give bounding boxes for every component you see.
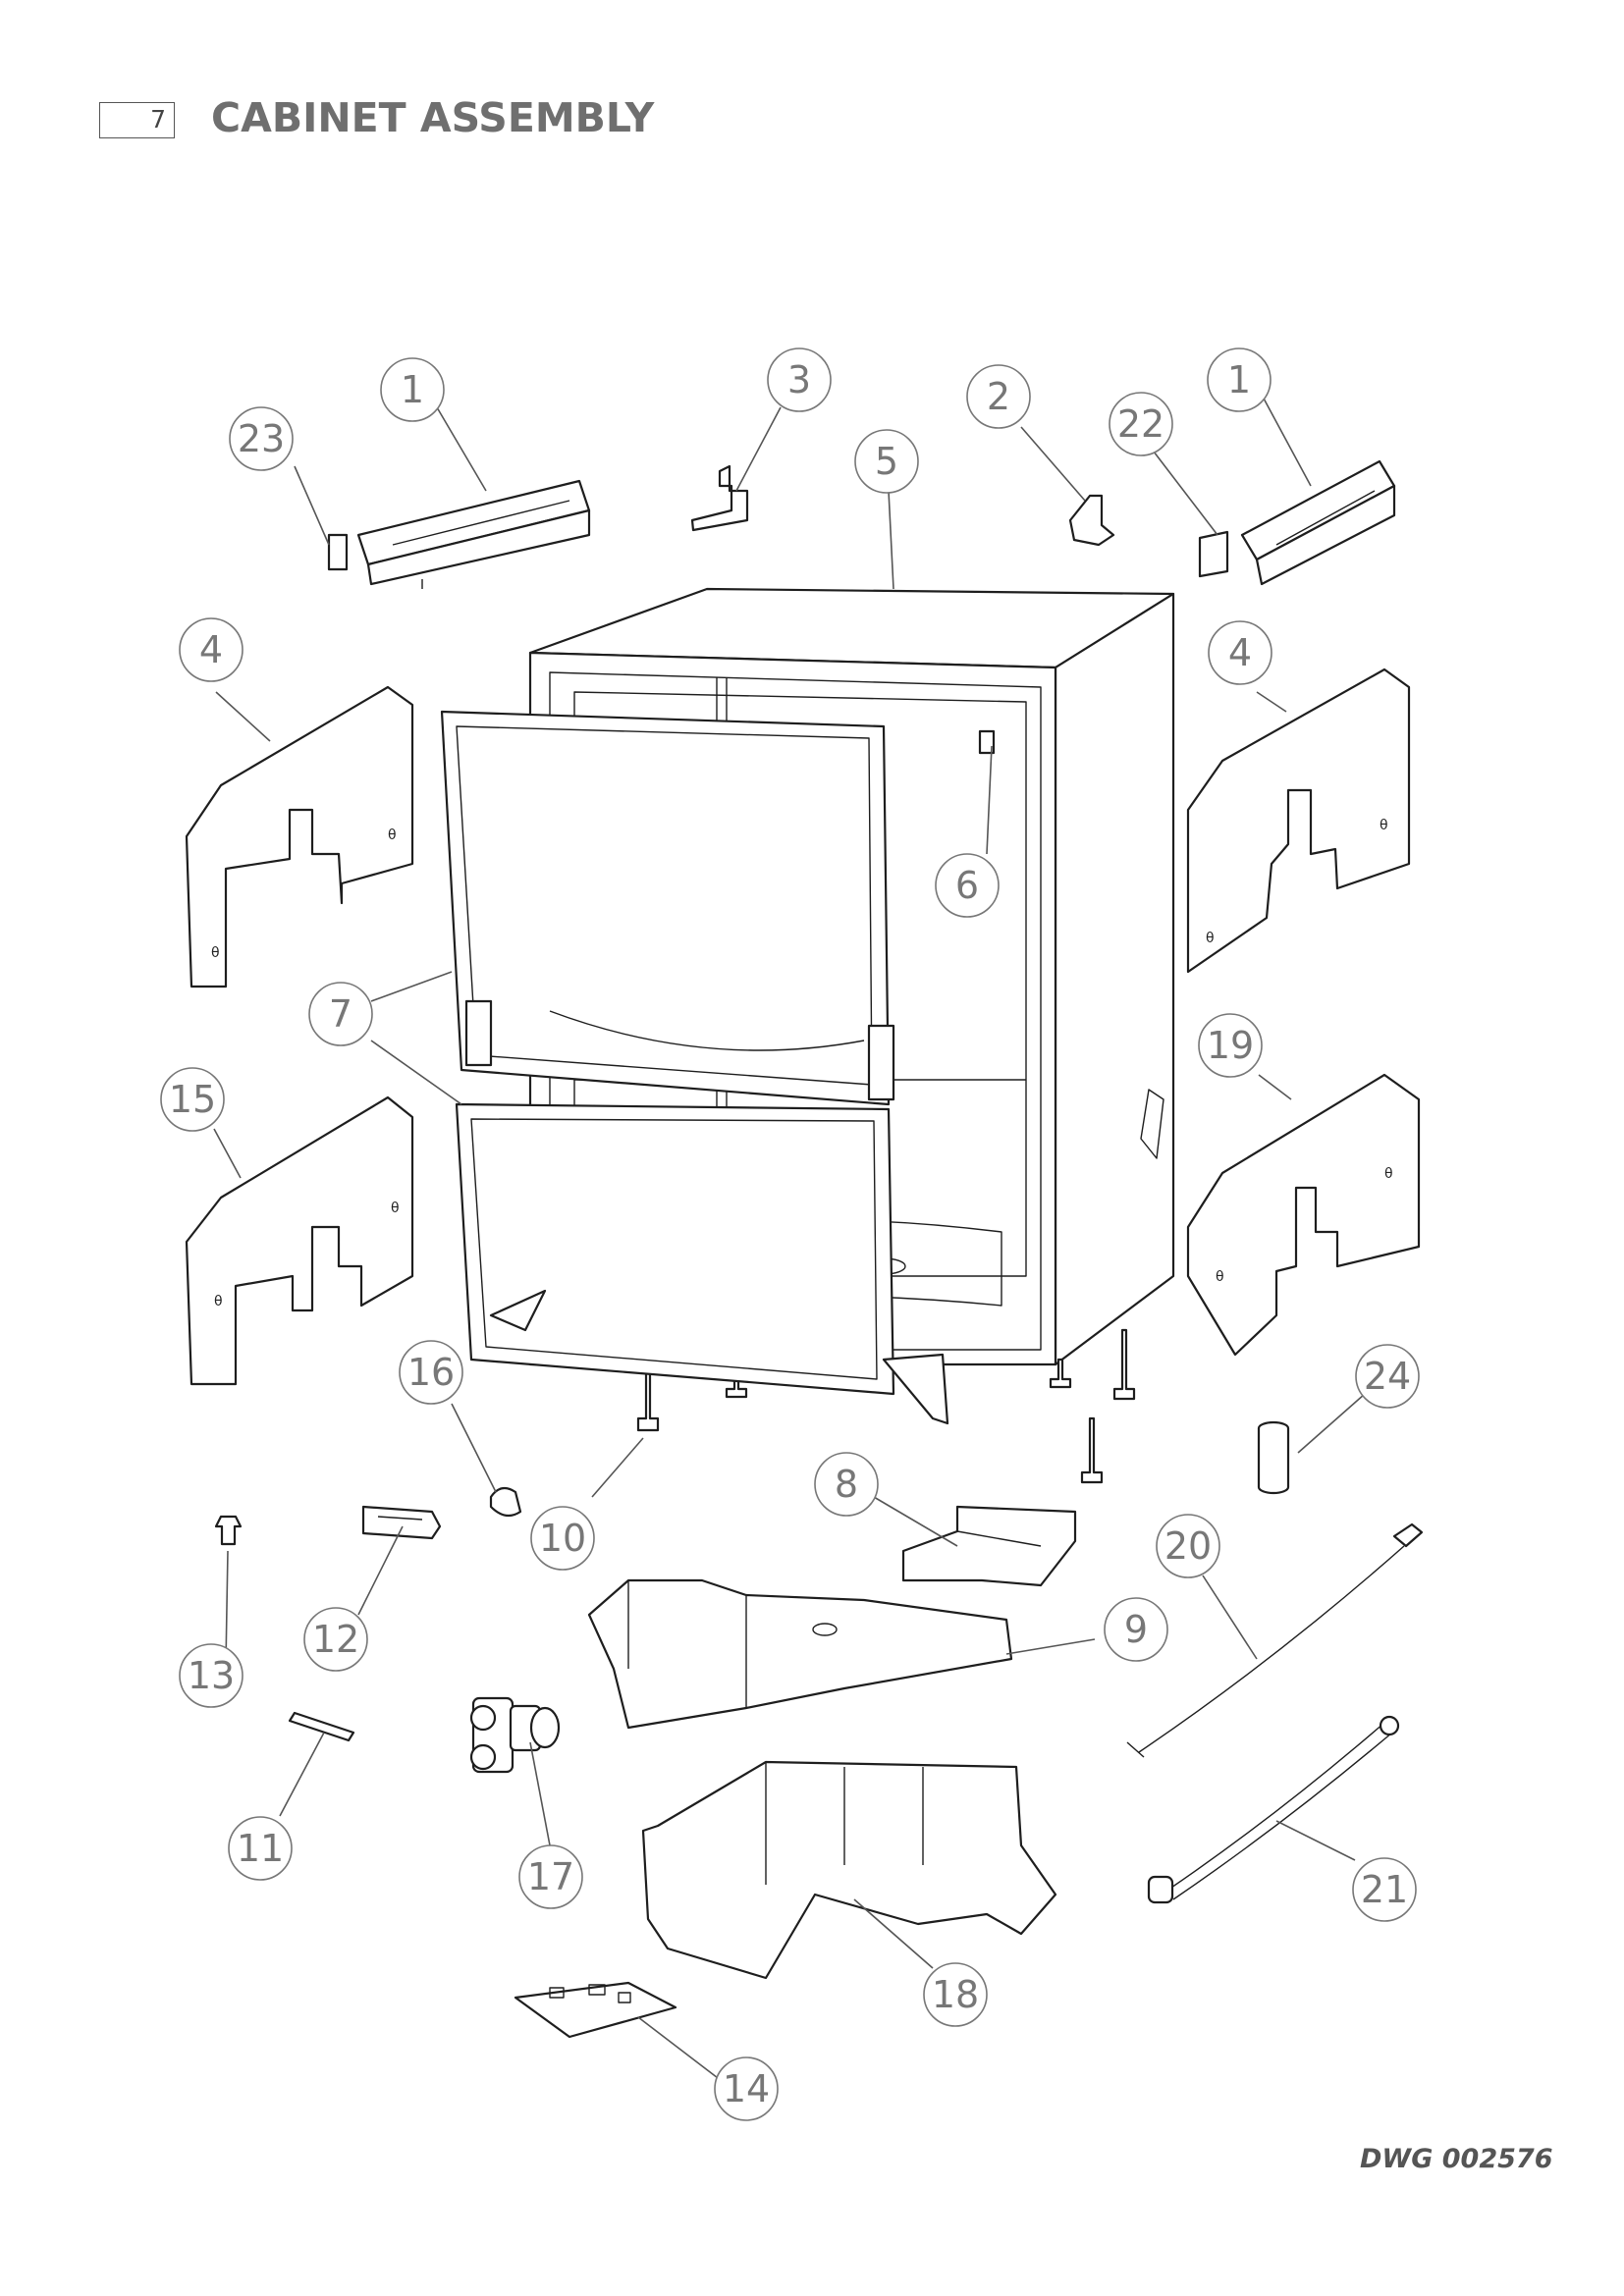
callout-2: 2	[966, 364, 1031, 429]
side-panel-upper-right: θ θ	[1186, 667, 1411, 974]
callout-3: 3	[767, 347, 832, 412]
callout-label: 4	[1228, 631, 1252, 674]
callout-label: 10	[539, 1517, 586, 1560]
base-cover-9	[587, 1578, 1013, 1730]
plug-13	[214, 1515, 243, 1546]
svg-text:θ: θ	[1216, 1269, 1224, 1285]
callout-18: 18	[923, 1962, 988, 2027]
clip-16	[489, 1486, 522, 1518]
circuit-board-14	[514, 1981, 677, 2039]
leveling-feet	[636, 1328, 1136, 1484]
callout-label: 16	[407, 1351, 455, 1394]
svg-text:θ: θ	[388, 828, 397, 843]
callout-8: 8	[814, 1452, 879, 1517]
callout-19: 19	[1198, 1013, 1263, 1078]
section-number: 7	[150, 105, 166, 133]
callout-label: 19	[1207, 1024, 1254, 1067]
callout-9: 9	[1104, 1597, 1168, 1662]
callout-label: 9	[1124, 1608, 1148, 1651]
callout-label: 5	[875, 440, 898, 483]
hose-21	[1147, 1715, 1400, 1904]
callout-label: 11	[237, 1827, 284, 1870]
callout-6: 6	[935, 853, 1000, 918]
side-panel-upper-left: θ θ	[185, 685, 414, 988]
callout-4-right: 4	[1208, 620, 1272, 685]
side-panel-lower-left: θ θ	[185, 1095, 414, 1386]
callout-label: 7	[329, 992, 352, 1036]
svg-text:θ: θ	[1384, 1166, 1393, 1182]
callout-label: 2	[987, 375, 1010, 418]
upper-door-frame	[440, 710, 895, 1106]
bracket-12	[361, 1505, 442, 1540]
callout-label: 4	[199, 628, 223, 671]
page-title: CABINET ASSEMBLY	[211, 94, 655, 141]
callout-label: 15	[169, 1078, 216, 1121]
callout-label: 8	[835, 1463, 858, 1506]
bracket-8	[901, 1505, 1077, 1587]
base-tray-18	[641, 1760, 1057, 1980]
svg-text:θ: θ	[214, 1294, 223, 1309]
callout-17: 17	[518, 1844, 583, 1909]
callout-13: 13	[179, 1643, 244, 1708]
callout-11: 11	[228, 1816, 293, 1881]
switch-11	[288, 1711, 355, 1742]
callout-label: 23	[238, 417, 285, 460]
side-panel-lower-right: θ θ	[1186, 1073, 1421, 1357]
svg-text:θ: θ	[1206, 931, 1215, 946]
hinge-23	[327, 533, 349, 571]
svg-text:θ: θ	[391, 1201, 400, 1216]
callout-label: 22	[1117, 402, 1164, 446]
rail-right	[1240, 459, 1396, 586]
callout-16: 16	[399, 1340, 463, 1405]
svg-text:θ: θ	[1380, 818, 1388, 833]
sleeve-24	[1257, 1420, 1290, 1495]
callout-label: 6	[955, 864, 979, 907]
callout-10: 10	[530, 1506, 595, 1571]
cord-20	[1126, 1522, 1424, 1758]
callout-label: 13	[188, 1654, 235, 1697]
bracket-3	[690, 464, 749, 532]
rail-left	[356, 479, 591, 589]
section-number-box: 7	[99, 102, 175, 138]
drawing-number: DWG 002576	[1360, 2144, 1553, 2174]
callout-12: 12	[303, 1607, 368, 1672]
callout-label: 3	[787, 358, 811, 401]
callout-14: 14	[714, 2056, 779, 2121]
callout-label: 12	[312, 1618, 359, 1661]
callout-label: 14	[723, 2067, 770, 2110]
callout-label: 20	[1164, 1524, 1212, 1568]
clip-6	[978, 729, 996, 755]
callout-20: 20	[1156, 1514, 1220, 1578]
callout-21: 21	[1352, 1857, 1417, 1922]
callout-label: 24	[1364, 1355, 1411, 1398]
callout-label: 17	[527, 1855, 574, 1898]
callout-1-right: 1	[1207, 347, 1272, 412]
bracket-2	[1068, 494, 1115, 547]
callout-1-left: 1	[380, 357, 445, 422]
callout-15: 15	[160, 1067, 225, 1132]
callout-24: 24	[1355, 1344, 1420, 1409]
callout-22: 22	[1109, 392, 1173, 456]
callout-5: 5	[854, 429, 919, 494]
callout-23: 23	[229, 406, 294, 471]
valve-17	[469, 1696, 561, 1774]
callout-label: 1	[1227, 358, 1251, 401]
callout-7: 7	[308, 982, 373, 1046]
hinge-22	[1198, 530, 1229, 578]
callout-label: 21	[1361, 1868, 1408, 1911]
callout-4-left: 4	[179, 617, 244, 682]
svg-text:θ: θ	[211, 945, 220, 961]
lower-door-frame	[455, 1102, 949, 1425]
callout-label: 1	[401, 368, 424, 411]
callout-label: 18	[932, 1973, 979, 2016]
